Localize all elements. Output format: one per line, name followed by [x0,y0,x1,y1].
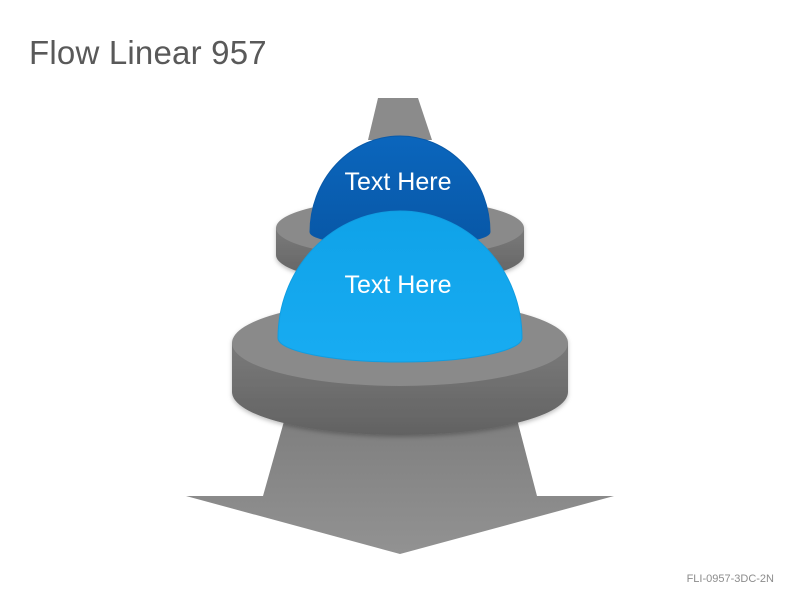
stage-2-dome: Text Here [277,210,523,363]
stage-2-label: Text Here [345,271,452,299]
stage-1-dome: Text Here [309,135,491,247]
footer-code: FLI-0957-3DC-2N [686,573,774,585]
page-title: Flow Linear 957 [29,34,267,71]
flow-arrow [186,98,614,554]
stage-1-label: Text Here [345,168,452,196]
